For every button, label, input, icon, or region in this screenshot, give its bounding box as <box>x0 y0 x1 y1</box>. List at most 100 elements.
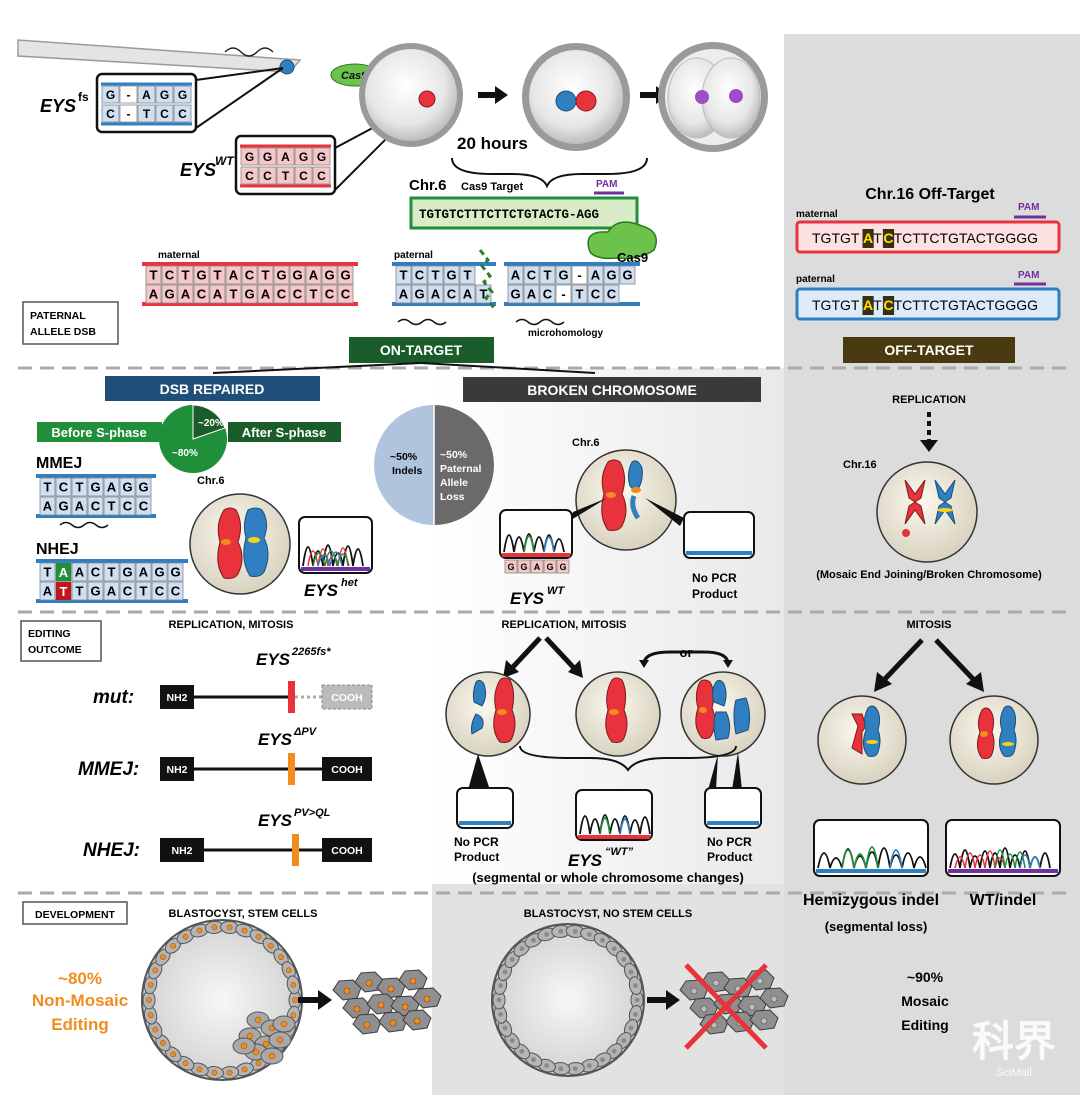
wt-top-base-1: G <box>258 147 277 166</box>
nhej-label: NHEJ <box>36 541 79 558</box>
svg-text:G: G <box>90 584 100 599</box>
off-cell-left <box>817 695 907 785</box>
svg-text:G: G <box>245 150 254 164</box>
svg-text:A: A <box>75 499 85 514</box>
nonmosaic-pct: ~80% <box>58 969 102 988</box>
svg-text:~50%: ~50% <box>440 449 468 461</box>
svg-text:A: A <box>229 268 239 283</box>
svg-text:G: G <box>340 268 350 283</box>
nucleus <box>634 997 640 1003</box>
repair-timing-pie: ~80% ~20% <box>159 404 227 473</box>
mmej-bot-base-2: A <box>71 496 88 516</box>
patR-bot-base-3: - <box>555 284 572 304</box>
nucleus <box>280 1020 288 1028</box>
wt-top-base-0: G <box>240 147 259 166</box>
fs-bot-base-2: T <box>137 104 156 123</box>
patR-top-base-7: G <box>619 265 636 285</box>
off-paternal-label: paternal <box>796 274 835 285</box>
svg-text:C: C <box>245 169 254 183</box>
chr16-cell <box>876 461 978 563</box>
mut-protein: mut: EYS 2265fs* NH2 COOH <box>93 646 373 713</box>
mmej-squiggle <box>59 521 109 529</box>
svg-text:T: T <box>230 287 238 302</box>
nucleus <box>572 1066 578 1072</box>
svg-text:COOH: COOH <box>331 845 363 857</box>
svg-text:G: G <box>558 268 568 283</box>
paternal-dsb-tag-1: PATERNAL <box>30 310 86 322</box>
mosaic-pct: ~90% <box>907 969 944 985</box>
no-pcr-1-line2: Product <box>692 587 737 601</box>
mat-bot-base-9: C <box>289 284 306 304</box>
svg-text:C: C <box>447 287 457 302</box>
svg-text:G: G <box>507 562 514 572</box>
nucleus <box>423 995 431 1003</box>
nucleus <box>196 1066 203 1073</box>
nucleus <box>377 1001 385 1009</box>
svg-text:TCTTCTGTACTGGGG: TCTTCTGTACTGGGG <box>894 230 1038 246</box>
svg-text:T: T <box>873 297 882 313</box>
broken-eys-wt-label: EYS <box>510 589 545 608</box>
wt-indel-chromatogram <box>945 819 1061 877</box>
outcome-bracket <box>519 745 737 772</box>
hours-bracket <box>451 157 648 189</box>
on-target-badge <box>349 337 494 363</box>
nucleus <box>544 931 550 937</box>
nhej-top-base-2: A <box>71 562 88 582</box>
broken-chromosome-text: BROKEN CHROMOSOME <box>527 382 697 398</box>
svg-text:G: G <box>122 480 132 495</box>
development-tag-text: DEVELOPMENT <box>35 909 116 921</box>
nucleus <box>365 979 373 987</box>
svg-text:G: G <box>263 150 272 164</box>
cas9-target-sequence <box>409 196 639 230</box>
nucleus <box>146 997 152 1003</box>
svg-text:NH2: NH2 <box>171 845 192 857</box>
broken-eys-wt-sup: WT <box>547 585 565 597</box>
nucleus <box>290 981 297 988</box>
nucleus <box>633 1011 638 1017</box>
svg-text:G: G <box>106 88 115 102</box>
patR-bot-base-2: C <box>539 284 556 304</box>
mmej-top-base-0: T <box>39 477 56 497</box>
mat-top-base-0: T <box>145 265 162 285</box>
wt-top-base-2: A <box>276 147 295 166</box>
off-maternal-label: maternal <box>796 209 838 220</box>
nucleus <box>498 1011 503 1017</box>
mat-bot-base-0: A <box>145 284 162 304</box>
svg-text:C: C <box>165 268 175 283</box>
nucleus <box>690 987 698 995</box>
svg-text:G: G <box>299 150 308 164</box>
svg-text:C: C <box>883 297 893 313</box>
mat-bot-base-1: G <box>161 284 178 304</box>
nhej-bot-base-0: A <box>39 581 56 601</box>
nucleus <box>621 1038 627 1043</box>
svg-text:A: A <box>511 268 521 283</box>
mmej-top-base-4: A <box>103 477 120 497</box>
svg-text:T: T <box>108 499 116 514</box>
wt-bot-base-0: C <box>240 166 259 185</box>
mat-bot-base-6: G <box>241 284 258 304</box>
svg-text:-: - <box>561 287 565 302</box>
nucleus <box>262 1040 270 1048</box>
svg-text:A: A <box>149 287 159 302</box>
fs-top-base-4: G <box>173 85 192 104</box>
svg-text:G: G <box>546 562 553 572</box>
repaired-chr6-cell <box>189 493 291 595</box>
or-arrow <box>642 650 730 665</box>
mmej-bot-base-4: T <box>103 496 120 516</box>
svg-text:C: C <box>245 268 255 283</box>
patR-top-base-6: G <box>603 265 620 285</box>
off-pam-label-1: PAM <box>1018 202 1039 213</box>
svg-text:A: A <box>863 297 873 313</box>
mmej-top-base-6: G <box>135 477 152 497</box>
nucleus <box>770 995 778 1003</box>
nucleus <box>600 937 605 943</box>
brokenwt-base-3: G <box>543 559 557 574</box>
svg-text:PV>QL: PV>QL <box>294 807 331 819</box>
nucleus <box>241 927 248 934</box>
watermark-en: SciMall <box>996 1067 1031 1079</box>
wt-bot-base-2: T <box>276 166 295 185</box>
svg-text:G: G <box>317 150 326 164</box>
